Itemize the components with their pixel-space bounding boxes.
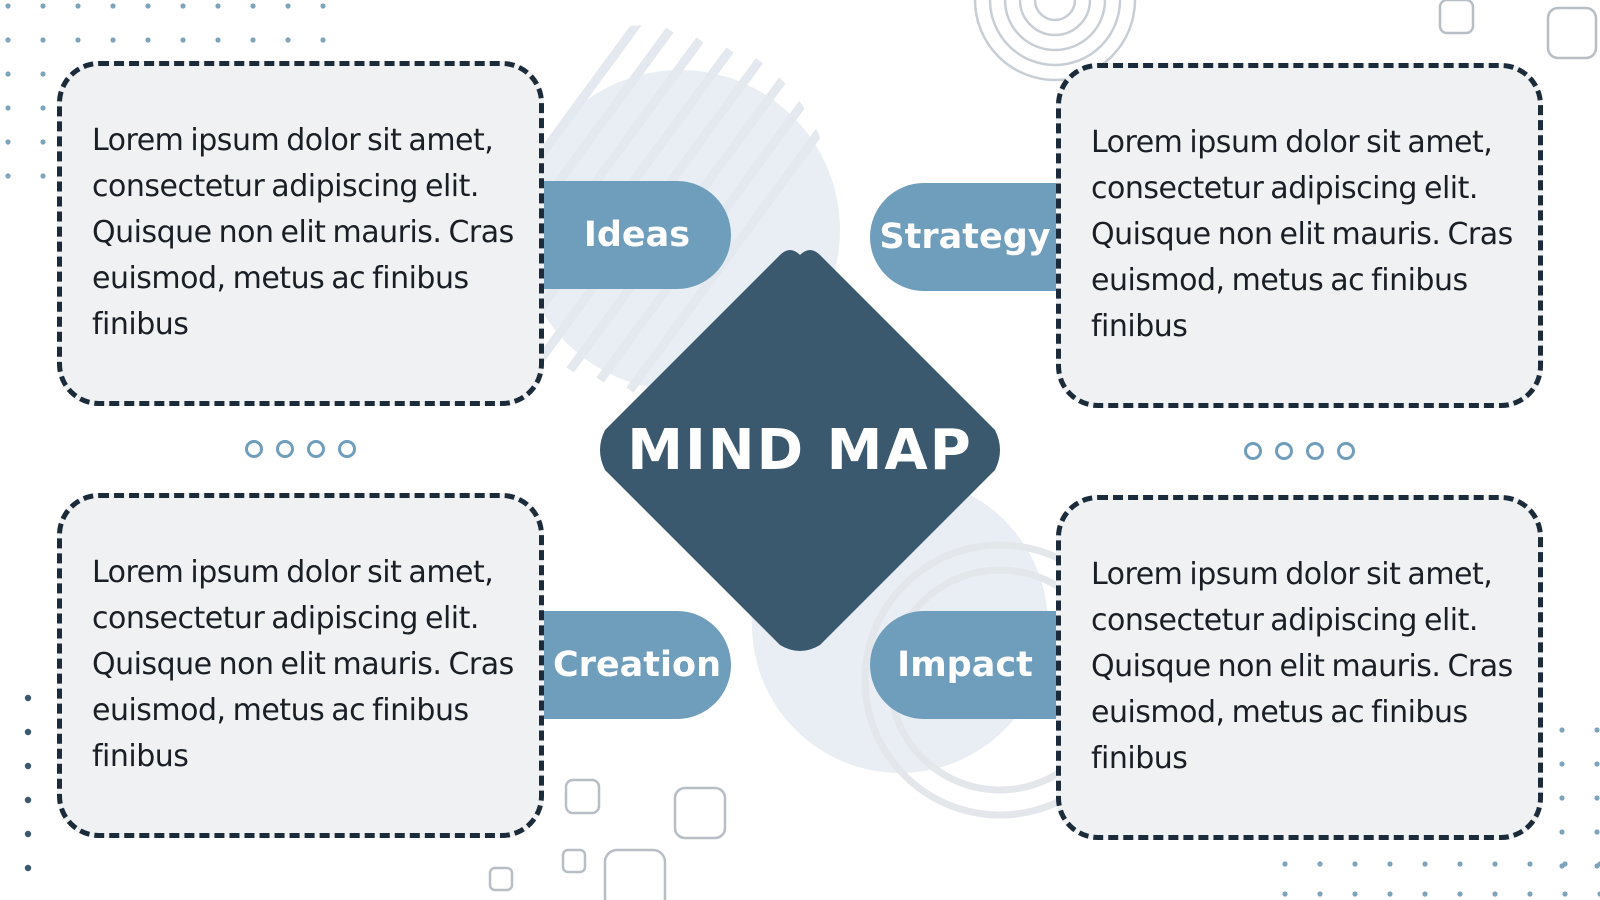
center-diamond: [600, 250, 1000, 651]
circle-dots-right: [1244, 442, 1355, 460]
branch-tab-strategy: Strategy: [870, 183, 1060, 291]
branch-text-impact: Lorem ipsum dolor sit amet, consectetur …: [1091, 557, 1513, 776]
branch-box-creation: Lorem ipsum dolor sit amet, consectetur …: [57, 493, 544, 838]
branch-text-strategy: Lorem ipsum dolor sit amet, consectetur …: [1091, 125, 1513, 344]
center-node: MIND MAP: [595, 245, 1005, 655]
branch-text-ideas: Lorem ipsum dolor sit amet, consectetur …: [92, 123, 514, 342]
branch-box-ideas: Lorem ipsum dolor sit amet, consectetur …: [57, 61, 544, 406]
branch-text-creation: Lorem ipsum dolor sit amet, consectetur …: [92, 555, 514, 774]
branch-tab-creation: Creation: [543, 611, 731, 719]
branch-tab-impact: Impact: [870, 611, 1060, 719]
circle-dots-left: [245, 440, 356, 458]
branch-box-impact: Lorem ipsum dolor sit amet, consectetur …: [1056, 495, 1543, 840]
center-title: MIND MAP: [627, 417, 973, 483]
branch-box-strategy: Lorem ipsum dolor sit amet, consectetur …: [1056, 63, 1543, 408]
branch-tab-ideas: Ideas: [543, 181, 731, 289]
